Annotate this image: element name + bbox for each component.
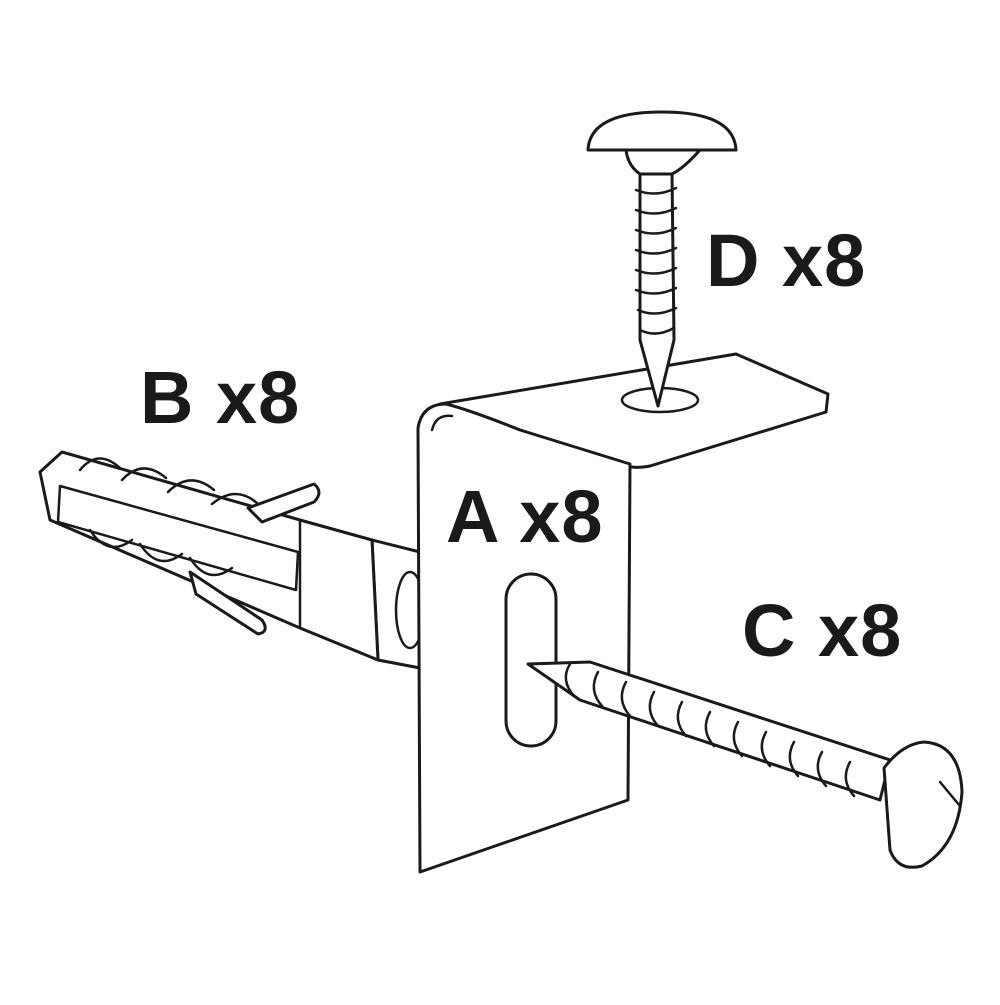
part-a-label: A x8 (446, 475, 604, 558)
part-b-label: B x8 (140, 356, 301, 439)
part-d-label: D x8 (706, 219, 867, 302)
long-screw-icon (526, 660, 964, 869)
mushroom-head-screw-icon (586, 110, 738, 408)
wall-plug-icon (38, 450, 431, 670)
part-c-label: C x8 (742, 589, 903, 672)
angle-bracket-icon (416, 352, 830, 874)
